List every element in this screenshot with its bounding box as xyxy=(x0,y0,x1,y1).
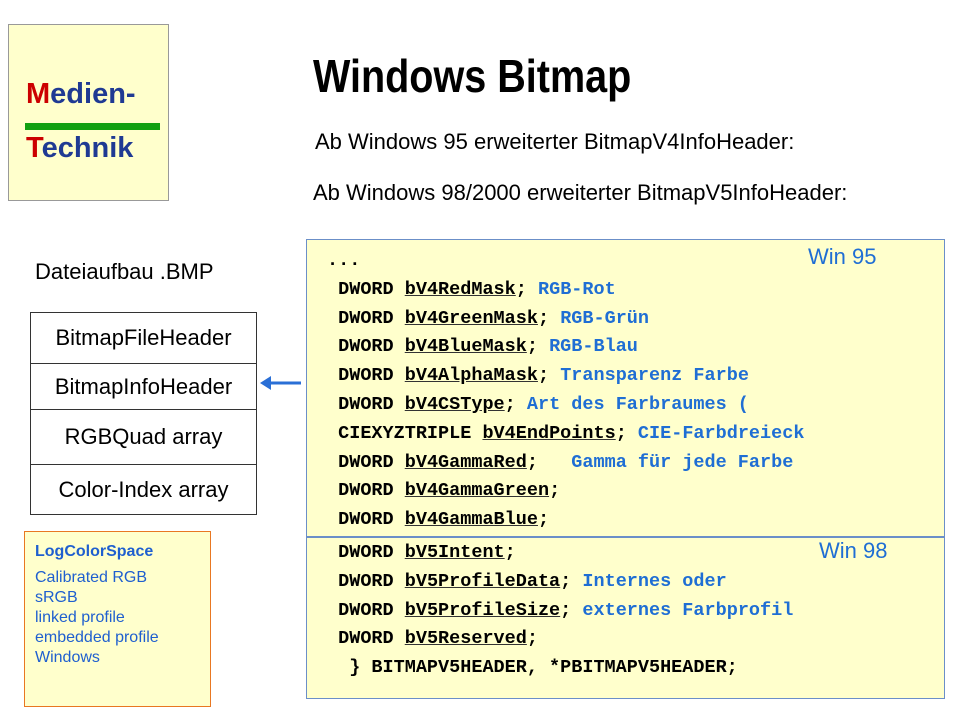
code-member: bV5Intent xyxy=(404,542,505,563)
subtitle-win95: Ab Windows 95 erweiterter BitmapV4InfoHe… xyxy=(315,129,795,154)
code-comment: Art des Farbraumes ( xyxy=(526,393,749,415)
logo-line-2: Technik xyxy=(26,131,133,165)
bitmapv5-code-panel: Win 98 DWORD bV5Intent; DWORD bV5Profile… xyxy=(306,537,945,699)
logo-line-1: Medien- xyxy=(26,77,136,111)
logo-initial-t: T xyxy=(26,132,42,164)
win98-badge: Win 98 xyxy=(819,538,888,563)
medientechnik-logo: Medien- Technik xyxy=(8,24,169,201)
code-type: DWORD xyxy=(338,451,394,473)
code-type: DWORD xyxy=(338,599,394,621)
code-comment: RGB-Rot xyxy=(537,278,616,300)
file-structure-label: Dateiaufbau .BMP xyxy=(35,259,214,284)
code-type: DWORD xyxy=(338,393,394,415)
code-type: DWORD xyxy=(338,336,394,358)
bitmapv4-code: ... DWORD bV4RedMask; RGB-Rot DWORD bV4G… xyxy=(327,250,805,531)
code-member: bV5ProfileSize xyxy=(404,599,561,621)
code-type: DWORD xyxy=(338,365,394,387)
bitmapv5-code: DWORD bV5Intent; DWORD bV5ProfileData; I… xyxy=(338,542,794,679)
logo-rest-1: edien- xyxy=(50,78,136,110)
code-type: DWORD xyxy=(338,542,394,563)
code-member: bV4AlphaMask xyxy=(404,365,538,387)
code-comment: Gamma für jede Farbe xyxy=(549,451,794,473)
box-bitmapfileheader: BitmapFileHeader xyxy=(30,312,257,364)
slide-title: Windows Bitmap xyxy=(313,50,632,102)
win95-badge: Win 95 xyxy=(808,244,877,269)
code-member: bV4RedMask xyxy=(404,278,516,300)
code-ellipsis: ... xyxy=(327,250,361,271)
lcs-item: embedded profile xyxy=(35,629,159,646)
code-type: DWORD xyxy=(338,509,394,531)
code-member: bV4EndPoints xyxy=(482,422,616,444)
bitmapv4-code-panel: Win 95 ... DWORD bV4RedMask; RGB-Rot DWO… xyxy=(306,239,945,537)
code-comment: RGB-Blau xyxy=(549,336,638,358)
code-type: DWORD xyxy=(338,480,394,502)
code-comment: Internes oder xyxy=(582,570,727,592)
code-type: DWORD xyxy=(338,307,394,329)
subtitle-win98: Ab Windows 98/2000 erweiterter BitmapV5I… xyxy=(313,180,848,205)
code-type: CIEXYZTRIPLE xyxy=(338,422,472,444)
code-member: bV4CSType xyxy=(404,393,505,415)
code-member: bV4GammaGreen xyxy=(404,480,550,502)
code-comment: Transparenz Farbe xyxy=(560,365,749,387)
code-type: DWORD xyxy=(338,628,394,650)
code-member: bV4BlueMask xyxy=(404,336,527,358)
logcolorspace-box: LogColorSpace Calibrated RGB sRGB linked… xyxy=(24,531,211,707)
lcs-item: Calibrated RGB xyxy=(35,569,148,586)
box-bitmapinfoheader: BitmapInfoHeader xyxy=(30,363,257,410)
code-member: bV5ProfileData xyxy=(404,570,561,592)
code-member: bV4GammaBlue xyxy=(404,509,538,531)
code-member: bV4GammaRed xyxy=(404,451,527,473)
arrow-left-icon xyxy=(260,376,301,390)
box-color-index-array: Color-Index array xyxy=(30,464,257,515)
code-comment: externes Farbprofil xyxy=(582,599,794,621)
code-member: bV4GreenMask xyxy=(404,307,538,329)
code-comment: RGB-Grün xyxy=(560,307,650,329)
logo-rest-2: echnik xyxy=(41,132,134,164)
code-closing: } BITMAPV5HEADER, *PBITMAPV5HEADER; xyxy=(349,657,738,679)
logcolorspace-title: LogColorSpace xyxy=(35,543,154,560)
box-rgbquad-array: RGBQuad array xyxy=(30,409,257,465)
logo-green-bar xyxy=(25,123,160,130)
lcs-item: sRGB xyxy=(35,589,78,606)
logo-initial-m: M xyxy=(26,78,51,110)
lcs-item: linked profile xyxy=(35,609,125,626)
code-member: bV5Reserved xyxy=(404,628,527,650)
code-type: DWORD xyxy=(338,570,394,592)
code-type: DWORD xyxy=(338,278,394,300)
code-comment: CIE-Farbdreieck xyxy=(637,422,805,444)
lcs-item: Windows xyxy=(35,649,100,666)
